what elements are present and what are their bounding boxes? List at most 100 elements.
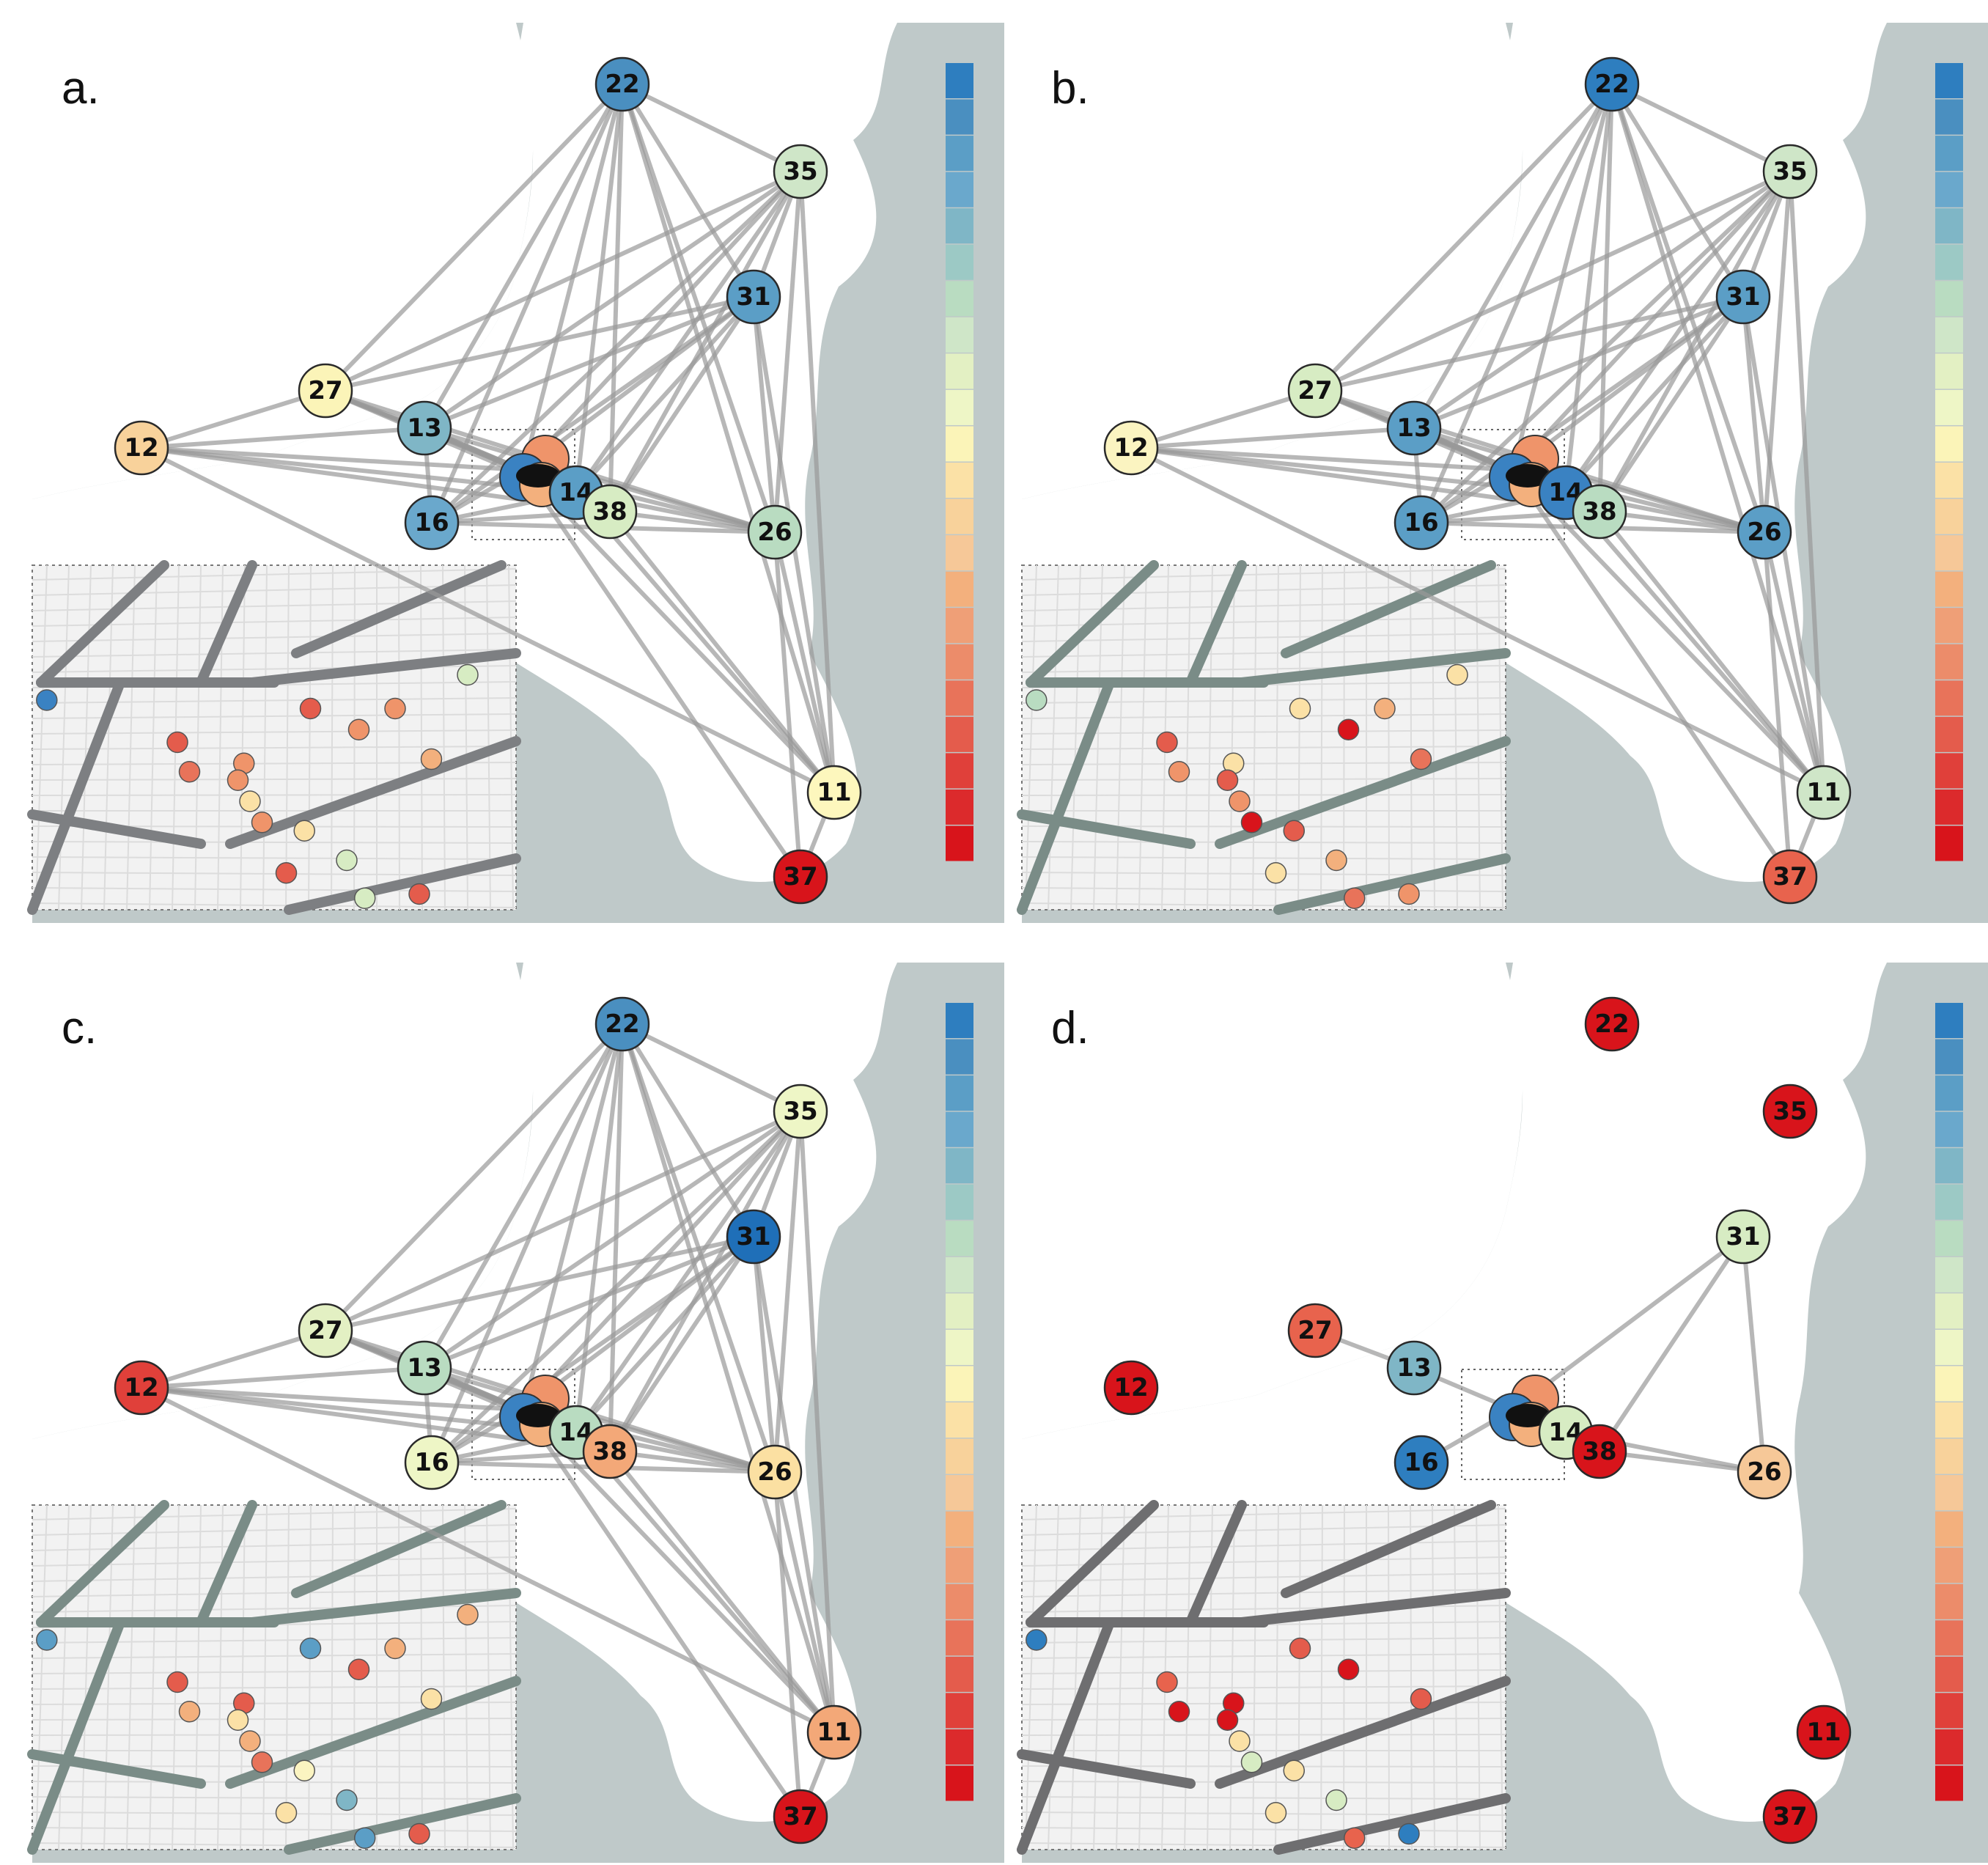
inset-station-marker [1216,1709,1239,1731]
street-line [1021,841,1506,844]
network-edge [521,1109,803,1412]
station-circle [1762,1084,1818,1139]
station-label: 38 [592,1437,627,1466]
inset-route [1017,809,1196,849]
street-line [1432,564,1435,911]
street-line [1275,1504,1279,1850]
station-label: 26 [1747,1457,1781,1487]
station-node-27: 27 [1287,363,1343,419]
network-edge [422,1023,625,1369]
inset-station-marker [1446,663,1468,686]
network-edge [608,1110,803,1453]
station-node-26: 26 [747,1444,803,1500]
station-label: 35 [1772,157,1807,186]
street-line [398,1504,400,1850]
colorbar-segment [946,244,973,280]
inset-station-marker [1026,689,1048,711]
colorbar-segment [1935,1366,1963,1402]
colorbar-segment [1935,1438,1963,1474]
network-edge [608,1235,756,1453]
colorbar-segment [946,281,973,317]
street-line [1454,564,1458,911]
inset-station-marker [1398,1822,1420,1845]
network-edge [1511,169,1792,472]
station-label: 22 [1594,1009,1629,1039]
station-label: 27 [1297,376,1332,405]
network-edge [324,169,802,393]
colorbar-segment [1935,1548,1963,1583]
street-line [1021,856,1506,860]
inset-route [36,1500,169,1627]
network-edge [422,83,625,430]
colorbar-segment [946,426,973,462]
street-line [1021,1827,1506,1832]
network-edge [1314,295,1744,393]
street-line [1388,564,1390,911]
colorbar-segment [946,644,973,680]
station-label: 31 [736,1222,770,1251]
station-label: 27 [1297,1316,1332,1345]
panel-label: d. [1051,1003,1089,1053]
network-edge [1130,446,1514,472]
street-line [35,564,48,911]
street-line [1048,1504,1059,1850]
colorbar-segment [946,463,973,499]
station-circle [726,1209,781,1265]
colorbar-segment [946,608,973,644]
station-node-38: 38 [582,1424,638,1479]
station-circle [1572,1424,1627,1479]
station-circle [594,56,650,112]
street-line [1184,1504,1191,1850]
network-edge [620,1023,756,1238]
colorbar-segment [946,1184,973,1220]
street-line [32,1827,517,1832]
station-circle [1287,363,1343,419]
inset-station-marker [36,689,58,711]
colorbar-segment [1935,244,1963,280]
land-mass-north [1022,23,1523,499]
street-line [32,1589,517,1597]
colorbar-segment [946,1039,973,1075]
colorbar-segment [946,353,973,389]
network-edge [1413,295,1745,430]
colorbar-segment [946,1329,973,1365]
street-line [1021,778,1506,781]
street-line [32,1556,517,1567]
station-label: 31 [1726,1222,1760,1251]
inset-station-marker [384,697,406,720]
network-edge [1313,82,1614,393]
inset-route [196,1500,257,1627]
inset-route [291,560,507,658]
colorbar-segment [1935,1765,1963,1801]
street-line [420,564,423,911]
inset-route [225,736,521,849]
network-edge [423,1109,802,1370]
hub-cluster [1489,1375,1559,1447]
hub-label-overlap [516,464,560,488]
land-mass-north [32,23,534,499]
inset-station-marker [239,1730,261,1752]
street-line [1021,729,1506,735]
station-node-37: 37 [1762,849,1818,905]
station-circle [747,504,803,560]
station-node-37: 37 [773,849,828,905]
street-line [285,1504,290,1850]
street-line [1498,1504,1503,1850]
land-mass-north [32,963,534,1439]
street-line [126,1504,136,1850]
colorbar-segment [1935,1257,1963,1292]
colorbar-segment [1935,1620,1963,1656]
colorbar [946,1003,973,1801]
inset-station-marker [1283,1759,1305,1781]
station-node-26: 26 [1737,1444,1792,1500]
street-line [149,1504,158,1850]
colorbar-segment [946,63,973,99]
network-edge [1599,510,1765,534]
network-edge [1597,1235,1745,1453]
inset-station-marker [347,718,370,740]
inset-station-marker [1026,1629,1048,1651]
inset-station-marker [1168,761,1190,783]
colorbar [1935,1003,1963,1801]
inset-station-marker [293,1759,315,1781]
